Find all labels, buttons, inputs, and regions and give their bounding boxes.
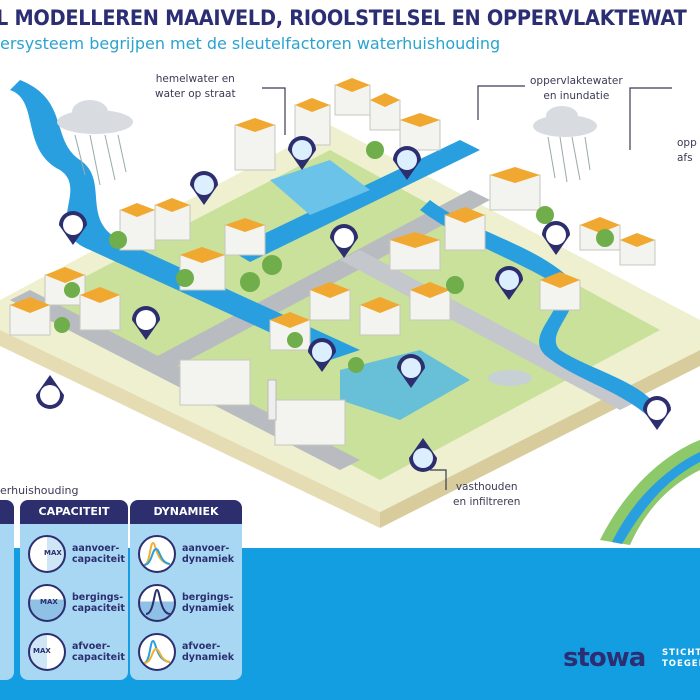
legend-item: afvoer-dynamiek: [138, 630, 234, 674]
legend-caption: erhuishouding: [0, 484, 79, 497]
page-title: L MODELLEREN MAAIVELD, RIOOLSTELSEL EN O…: [0, 6, 687, 30]
panel-title: CAPACITEIT: [20, 500, 128, 524]
callout-hemelwater: hemelwater en water op straat: [155, 72, 236, 102]
callout-text: oppervlaktewater: [530, 75, 623, 87]
max-badge: MAX: [44, 549, 62, 557]
legend-panel-capaciteit: CAPACITEIT MAX aanvoer-capaciteit MAX be…: [20, 500, 128, 680]
callout-lines: [262, 85, 672, 490]
map-marker: [542, 221, 570, 255]
max-badge: MAX: [33, 647, 51, 655]
legend-item: MAX afvoer-capaciteit: [28, 630, 125, 674]
map-marker: [288, 136, 316, 170]
label-line: capaciteit: [72, 652, 125, 663]
map-marker: [308, 338, 336, 372]
callout-oppervlaktewater: oppervlaktewater en inundatie: [530, 74, 623, 104]
retention-pond: [340, 350, 470, 420]
map-marker: [36, 375, 64, 409]
map-marker: [495, 266, 523, 300]
legend-item-label: bergings-capaciteit: [72, 592, 125, 614]
callout-vasthouden: vasthouden en infiltreren: [453, 480, 520, 510]
callout-afvoer: opp afs: [677, 136, 697, 166]
map-marker: [190, 171, 218, 205]
label-line: capaciteit: [72, 554, 125, 565]
label-line: dynamiek: [182, 652, 235, 663]
label-line: aanvoer-: [182, 543, 230, 554]
bergingsdynamiek-icon: [138, 584, 176, 622]
panel-title: DYNAMIEK: [130, 500, 242, 524]
map-marker: [397, 354, 425, 388]
label-line: dynamiek: [182, 603, 235, 614]
panel-header: [0, 500, 14, 524]
stowa-logo: stowa: [563, 643, 646, 673]
label-line: afvoer-: [72, 641, 111, 652]
callout-text: en infiltreren: [453, 496, 521, 508]
legend-item-label: afvoer-capaciteit: [72, 641, 125, 663]
ground-side-left: [0, 330, 380, 528]
label-line: aanvoer-: [72, 543, 120, 554]
map-marker: [409, 438, 437, 472]
legend-item-label: bergings-dynamiek: [182, 592, 234, 614]
callout-text: water op straat: [155, 88, 236, 100]
map-marker: [132, 306, 160, 340]
buildings: [9, 78, 656, 446]
map-marker: [330, 224, 358, 258]
page-subtitle: ersysteem begrijpen met de sleutelfactor…: [0, 34, 501, 53]
panel-body: aanvoer-dynamiek bergings-dynamiek afvoe…: [130, 524, 242, 680]
river-right: [420, 200, 660, 418]
legend-panel-dynamiek: DYNAMIEK aanvoer-dynamiek bergings-dynam…: [130, 500, 242, 680]
map-marker: [393, 146, 421, 180]
panel-body: MAX aanvoer-capaciteit MAX bergings-capa…: [20, 524, 128, 680]
key-factor-markers: [36, 136, 671, 472]
legend-item-label: aanvoer-capaciteit: [72, 543, 125, 565]
max-badge: MAX: [40, 598, 58, 606]
rain-cloud-right: [533, 106, 597, 183]
map-marker: [643, 396, 671, 430]
label-line: afvoer-: [182, 641, 221, 652]
legend-item: MAX aanvoer-capaciteit: [28, 532, 125, 576]
trees: [54, 141, 614, 373]
callout-text: afs: [677, 152, 693, 164]
org-line: STICHTI: [662, 648, 700, 658]
legend-item: bergings-dynamiek: [138, 581, 234, 625]
legend-item-label: afvoer-dynamiek: [182, 641, 234, 663]
legend-panel-previous: [0, 500, 14, 680]
label-line: bergings-: [72, 592, 124, 603]
callout-text: opp: [677, 137, 697, 149]
legend-item: aanvoer-dynamiek: [138, 532, 234, 576]
legend-item-label: aanvoer-dynamiek: [182, 543, 234, 565]
label-line: bergings-: [182, 592, 234, 603]
afvoercapaciteit-icon: MAX: [28, 633, 66, 671]
callout-text: vasthouden: [455, 481, 518, 493]
pond-top: [270, 160, 370, 215]
callout-text: hemelwater en: [155, 73, 235, 85]
canal: [230, 140, 480, 262]
map-marker: [59, 211, 87, 245]
callout-text: en inundatie: [543, 90, 610, 102]
bergingscapaciteit-icon: MAX: [28, 584, 66, 622]
organisation-name: STICHTI TOEGEPA: [662, 648, 700, 670]
panel-body: [0, 524, 14, 680]
org-line: TOEGEPA: [662, 659, 700, 669]
aanvoercapaciteit-icon: MAX: [28, 535, 66, 573]
bridge-water: [612, 452, 700, 544]
label-line: capaciteit: [72, 603, 125, 614]
legend-item: MAX bergings-capaciteit: [28, 581, 125, 625]
road-cross: [150, 190, 490, 370]
aanvoerdynamiek-icon: [138, 535, 176, 573]
rain-cloud-left: [57, 100, 133, 186]
afvoerdynamiek-icon: [138, 633, 176, 671]
label-line: dynamiek: [182, 554, 235, 565]
